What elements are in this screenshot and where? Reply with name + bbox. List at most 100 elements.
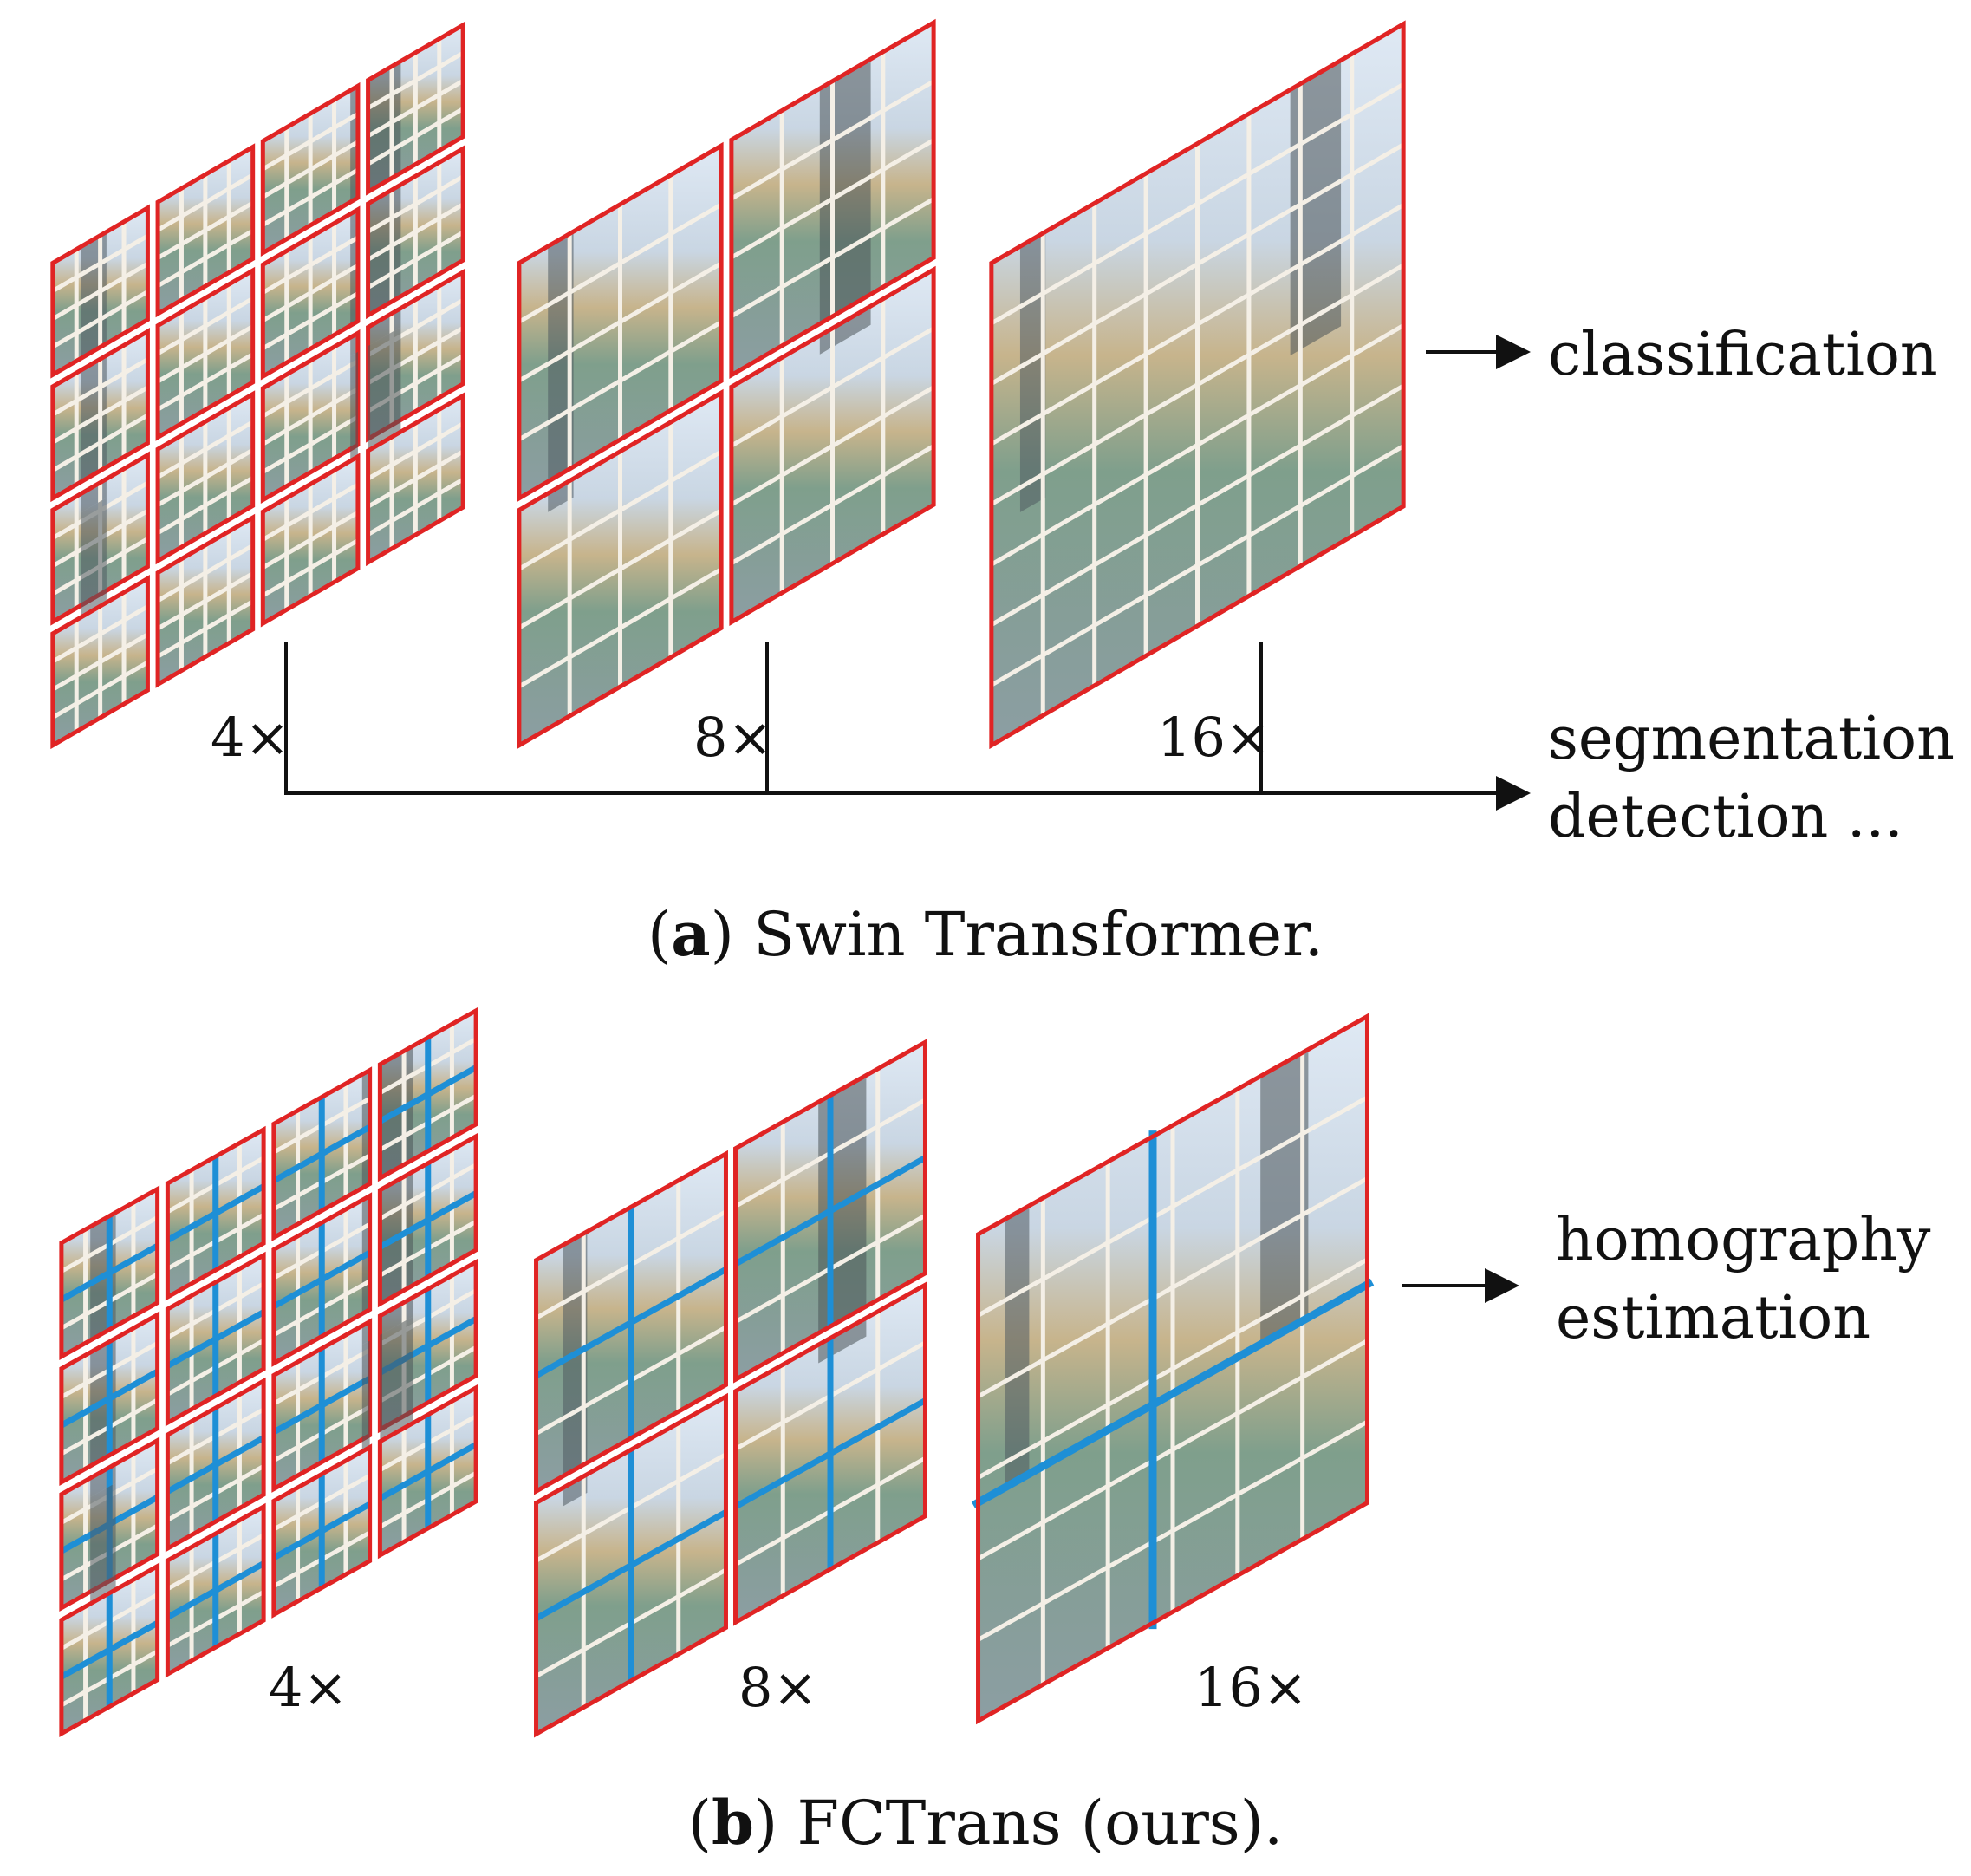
fctrans-8x-window — [733, 1280, 927, 1626]
caption-a-text: ) Swin Transformer. — [711, 899, 1324, 970]
fctrans-4x-shift-line — [272, 1249, 372, 1310]
swin-4x-trunk — [368, 327, 401, 451]
swin-4x-window — [366, 145, 465, 320]
fctrans-4x-window — [165, 1251, 266, 1427]
fctrans-4x-shift-line — [378, 1065, 478, 1124]
swin-8x-patch-line — [517, 320, 723, 442]
swin-4x-patch-line — [262, 510, 360, 570]
swin-4x-window-border — [50, 204, 150, 379]
swin-4x-patch-line — [51, 632, 149, 692]
swin-4x-patch-line — [156, 571, 254, 631]
fctrans-4x-shift-line — [378, 1190, 478, 1250]
swin-scale-4x: 4× — [211, 706, 289, 769]
swin-4x-window — [155, 513, 256, 688]
fctrans-4x-window — [59, 1185, 160, 1361]
fctrans-4x-window — [271, 1192, 373, 1367]
fctrans-4x-shift-line — [272, 1501, 372, 1561]
fctrans-4x-window-border — [377, 1384, 478, 1560]
fctrans-4x-window — [271, 1318, 373, 1493]
swin-16x-window — [989, 20, 1406, 750]
fctrans-4x-window — [377, 1132, 478, 1308]
swin-4x-window — [260, 205, 361, 381]
swin-8x-window — [729, 18, 936, 379]
swin-4x-patch-line — [51, 385, 149, 445]
swin-8x-window — [517, 141, 724, 503]
swin-4x-patch-line — [262, 387, 360, 446]
output-detection: detection ... — [1548, 783, 1903, 851]
fctrans-4x-window — [59, 1482, 160, 1738]
swin-8x-window-border — [729, 265, 936, 626]
fctrans-scale-8x: 8× — [738, 1656, 817, 1719]
fctrans-8x-shift-line — [534, 1509, 728, 1621]
swin-16x-window-border — [989, 20, 1406, 750]
swin-4x-window — [260, 329, 361, 504]
swin-4x-window-border — [155, 513, 256, 688]
fctrans-8x-window-border — [534, 1392, 728, 1738]
swin-4x-patch-line — [156, 200, 254, 260]
caption-b-letter: b — [712, 1787, 754, 1859]
fctrans-4x-shift-line — [60, 1620, 159, 1680]
fctrans-4x-window — [59, 1311, 160, 1487]
swin-4x-window-border — [50, 451, 150, 626]
swin-4x-patch-line — [262, 167, 360, 227]
swin-4x-window — [50, 204, 150, 379]
fctrans-4x-shift-line — [166, 1183, 265, 1243]
swin-4x-patch-line — [262, 263, 360, 322]
swin-4x-patch-line — [262, 140, 360, 199]
fctrans-4x-window — [165, 1502, 266, 1678]
swin-4x-patch-line — [51, 413, 149, 472]
fctrans-16x-trunk — [1005, 1205, 1030, 1488]
output-segmentation: segmentation — [1548, 705, 1955, 773]
swin-4x-window-border — [366, 392, 465, 567]
fctrans-8x-shift-line — [733, 1155, 927, 1267]
swin-4x-patch-line — [367, 477, 465, 537]
swin-16x-patch-line — [990, 383, 1405, 627]
output-estimation: estimation — [1556, 1284, 1870, 1352]
fctrans-4x-window-border — [165, 1377, 266, 1553]
swin-8x-window — [517, 388, 724, 750]
swin-4x-patch-line — [51, 290, 149, 349]
fctrans-4x-window-border — [377, 1132, 478, 1308]
swin-16x-patch-line — [990, 263, 1405, 506]
caption-b-text: ) FCTrans (ours). — [754, 1788, 1283, 1859]
fctrans-8x-window-border — [733, 1280, 927, 1626]
fctrans-4x-trunk — [361, 1340, 370, 1452]
fctrans-16x-window — [977, 1016, 1369, 1722]
swin-4x-window — [155, 266, 256, 441]
swin-4x-window — [260, 81, 361, 257]
swin-4x-window — [366, 327, 465, 567]
fctrans-8x-window-border — [534, 1150, 728, 1495]
swin-stage-4x — [50, 21, 465, 750]
fctrans-4x-window-border — [165, 1251, 266, 1427]
fctrans-16x-trunk — [1260, 1049, 1309, 1345]
fctrans-4x-window-border — [271, 1066, 373, 1241]
swin-8x-window-border — [517, 141, 724, 503]
swin-4x-window-border — [366, 21, 465, 196]
swin-4x-window-border — [260, 205, 361, 381]
swin-4x-window-border — [50, 575, 150, 750]
swin-4x-window-border — [260, 81, 361, 257]
fctrans-4x-window — [377, 1006, 478, 1182]
fctrans-4x-window — [271, 1340, 373, 1619]
swin-4x-window-border — [155, 143, 256, 318]
fctrans-4x-window — [377, 1258, 478, 1434]
swin-stage-8x — [517, 18, 936, 750]
swin-8x-patch-line — [517, 508, 723, 630]
fctrans-4x-shift-line — [60, 1369, 159, 1429]
caption-a: (a) Swin Transformer. — [647, 898, 1324, 970]
swin-4x-trunk — [81, 498, 107, 617]
swin-4x-window — [260, 351, 361, 628]
fctrans-4x-shift-line — [166, 1560, 265, 1620]
fctrans-4x-shift-line — [166, 1435, 265, 1495]
swin-4x-window-border — [366, 145, 465, 320]
swin-scale-16x: 16× — [1157, 706, 1271, 769]
fctrans-4x-window-border — [377, 1006, 478, 1182]
fctrans-4x-shift-line — [378, 1442, 478, 1501]
swin-4x-patch-line — [367, 107, 465, 166]
swin-4x-window — [50, 498, 150, 750]
swin-4x-patch-line — [156, 352, 254, 412]
swin-8x-window — [729, 265, 936, 626]
fctrans-4x-window-border — [165, 1502, 266, 1678]
swin-4x-patch-line — [51, 262, 149, 322]
